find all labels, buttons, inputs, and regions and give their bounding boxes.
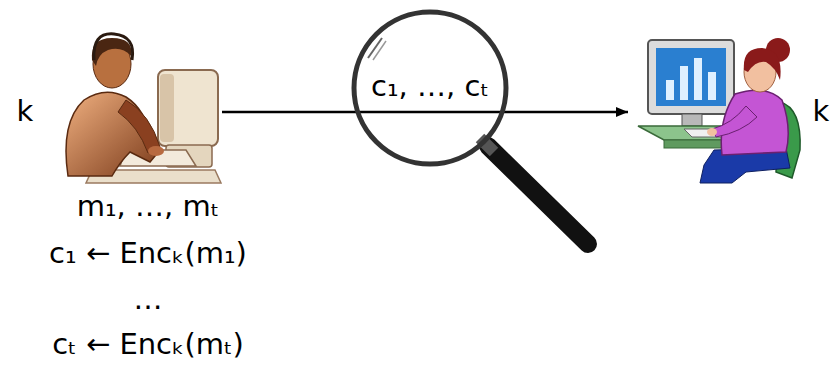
glass-rim	[354, 12, 506, 164]
magnifying-glass	[354, 12, 588, 244]
chart-bar	[708, 72, 716, 100]
chart-bar	[694, 58, 702, 100]
glass-glare	[368, 38, 382, 58]
key-label: k	[813, 94, 830, 128]
hair	[744, 48, 781, 80]
hand	[148, 146, 164, 156]
ciphertext-label: c₁, …, cₜ	[367, 69, 493, 103]
message-list: m₁, …, mₜ	[77, 189, 220, 223]
arm	[118, 100, 160, 153]
screen	[656, 48, 726, 106]
monitor-stand	[682, 114, 702, 126]
headset	[94, 34, 133, 60]
receiver-party: k	[628, 35, 798, 189]
chart-bar	[680, 66, 688, 100]
sender-party: km₁, …, mₜc₁ ← Encₖ(m₁)…cₜ ← Encₖ(mₜ)	[55, 35, 222, 189]
receiver-figure	[638, 38, 800, 183]
key-label: k	[17, 94, 34, 128]
ciphertext-line: c₁ ← Encₖ(m₁)	[49, 236, 247, 270]
monitor	[158, 70, 218, 146]
monitor	[648, 40, 734, 114]
hand	[707, 128, 717, 136]
ellipsis: …	[134, 282, 163, 316]
message-arrow	[222, 111, 628, 114]
ciphertext-line: cₜ ← Encₖ(mₜ)	[52, 327, 244, 361]
torso	[66, 92, 160, 176]
arm	[712, 106, 757, 137]
monitor-shade	[160, 74, 174, 142]
chart-bar	[666, 80, 674, 100]
sender-figure	[66, 34, 221, 183]
glass-handle	[488, 146, 588, 244]
glass-glare	[373, 41, 386, 60]
